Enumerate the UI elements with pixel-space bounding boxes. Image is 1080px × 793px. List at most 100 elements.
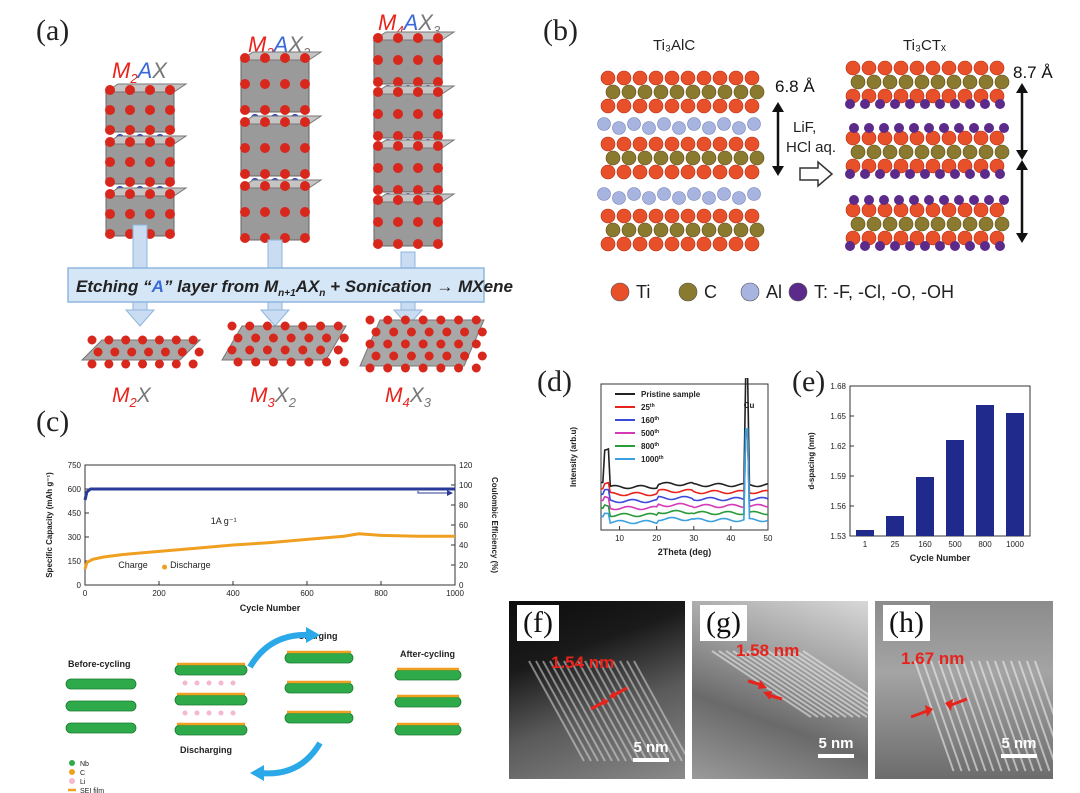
current-density-annotation: 1A g⁻¹ xyxy=(211,516,237,526)
mxene-formula-0: M2X xyxy=(112,384,152,410)
mxene-formula-1: M3X2 xyxy=(250,384,297,410)
panel-d-label: (d) xyxy=(537,365,572,398)
y-tick-label: 150 xyxy=(68,557,82,566)
lattice-spacing-g: 1.58 nm xyxy=(736,641,800,660)
reagent-2: HCl aq. xyxy=(786,139,836,156)
panel-c-label: (c) xyxy=(36,405,70,438)
legend-marker-c xyxy=(678,282,698,302)
x-tick-label: 400 xyxy=(226,589,240,598)
y2-tick-label: 120 xyxy=(459,461,473,470)
x-tick-label: 600 xyxy=(300,589,314,598)
legend-marker-t xyxy=(788,282,808,302)
bar-160 xyxy=(916,477,934,536)
legend-marker-ti xyxy=(610,282,630,302)
schematic-legend-marker xyxy=(69,769,75,775)
plot-frame xyxy=(600,383,769,531)
x-axis-label: Cycle Number xyxy=(910,553,971,563)
x-tick-label: 25 xyxy=(891,540,900,549)
y-tick-label: 1.62 xyxy=(830,442,846,451)
before-cycling-label: Before-cycling xyxy=(68,659,131,669)
y2-tick-label: 40 xyxy=(459,541,468,550)
x-tick-label: 160 xyxy=(918,540,932,549)
panel-g-label: (g) xyxy=(700,605,747,641)
y2-tick-label: 100 xyxy=(459,481,473,490)
bar-800 xyxy=(976,405,994,536)
panel-b-label: (b) xyxy=(543,14,578,47)
series-line-coulombic-efficiency xyxy=(83,487,455,501)
y2-tick-label: 20 xyxy=(459,561,468,570)
y-tick-label: 750 xyxy=(68,461,82,470)
legend-discharge: Discharge xyxy=(170,560,211,570)
tem-image-f: (f) 1.54 nm 5 nm xyxy=(509,601,685,779)
ti3ct-title: Ti₃CTₓ xyxy=(903,37,946,54)
legend-label-0: Pristine sample xyxy=(641,390,701,399)
x-axis-label: Cycle Number xyxy=(240,603,301,613)
series-line-charge xyxy=(83,532,455,570)
xrd-pattern-5 xyxy=(600,427,769,525)
reaction-arrow-icon xyxy=(799,160,834,188)
tem-image-h: (h) 1.67 nm 5 nm xyxy=(875,601,1053,779)
bar-500 xyxy=(946,440,964,536)
y-tick-label: 1.59 xyxy=(830,472,846,481)
chart-e: 1.53 1.56 1.59 1.62 1.65 1.68 1 25 160 500 800 1000… xyxy=(807,382,1031,563)
x-tick-label: 50 xyxy=(764,534,773,543)
x-axis-label: 2Theta (deg) xyxy=(658,547,712,557)
bar-1000 xyxy=(1006,413,1024,536)
max-formula-0: M2AX xyxy=(112,58,168,86)
legend-label-2: 160th xyxy=(641,416,659,425)
spacing-left-label: 6.8 Å xyxy=(775,77,815,96)
xrd-pattern-0 xyxy=(600,378,769,490)
x-tick-label: 1000 xyxy=(1006,540,1024,549)
schematic-legend-label: Li xyxy=(80,779,86,786)
x-tick-label: 800 xyxy=(978,540,992,549)
y-tick-label: 300 xyxy=(68,533,82,542)
y-tick-label: 600 xyxy=(68,485,82,494)
panel-e-label: (e) xyxy=(792,365,826,398)
y-tick-label: 1.56 xyxy=(830,502,846,511)
legend-label: T: -F, -Cl, -O, -OH xyxy=(814,282,954,302)
lattice-spacing-h: 1.67 nm xyxy=(901,649,965,668)
x-tick-label: 1000 xyxy=(446,589,464,598)
legend-label-5: 1000th xyxy=(641,455,664,464)
ti3alc-title: Ti₃AlC xyxy=(653,37,695,54)
panel-a-figure: M2AXM3AX2M4AX3 Etching “A” layer from Mn… xyxy=(67,10,513,410)
y-tick-label: 450 xyxy=(68,509,82,518)
scale-bar-f: 5 nm xyxy=(633,739,669,762)
etching-text: Etching “A” layer from Mn+1AXn + Sonicat… xyxy=(76,277,513,299)
y-tick-label: 1.53 xyxy=(830,532,846,541)
panel-f-label: (f) xyxy=(517,605,559,641)
panel-b-figure: Ti₃AlC Ti₃CTₓ 6.8 Å 8.7 Å LiF, HCl aq. T… xyxy=(597,37,1053,302)
xrd-pattern-3 xyxy=(600,432,769,511)
y-axis-label: d-spacing (nm) xyxy=(807,432,816,490)
y-tick-label: 0 xyxy=(77,581,82,590)
cycling-schematic: Before-cycling After-cycling Charging Di… xyxy=(65,627,462,793)
panel-h-label: (h) xyxy=(883,605,930,641)
x-tick-label: 20 xyxy=(652,534,661,543)
x-tick-label: 0 xyxy=(83,589,88,598)
mxene-formula-2: M4X3 xyxy=(385,384,432,410)
legend-label-1: 25th xyxy=(641,403,655,412)
scale-bar-h: 5 nm xyxy=(1001,735,1037,758)
y-axis-label: Intensity (arb.u) xyxy=(569,427,578,487)
schematic-legend-marker xyxy=(69,778,75,784)
schematic-legend-marker xyxy=(69,760,75,766)
legend-label: Ti xyxy=(636,282,650,302)
schematic-legend-label: C xyxy=(80,770,85,777)
y-tick-label: 1.68 xyxy=(830,382,846,391)
x-tick-label: 800 xyxy=(374,589,388,598)
x-tick-label: 30 xyxy=(689,534,698,543)
x-tick-label: 500 xyxy=(948,540,962,549)
legend-discharge-marker xyxy=(162,564,168,570)
y-tick-label: 1.65 xyxy=(830,412,846,421)
discharging-label: Discharging xyxy=(180,745,232,755)
legend-marker-al xyxy=(740,282,760,302)
spacing-right-label: 8.7 Å xyxy=(1013,63,1053,82)
max-formula-2: M4AX3 xyxy=(378,10,441,38)
legend-charge: Charge xyxy=(118,560,148,570)
panel-a-label: (a) xyxy=(36,14,70,47)
cu-peak-label: Cu xyxy=(744,401,755,410)
bar-1 xyxy=(856,530,874,536)
x-tick-label: 1 xyxy=(863,540,868,549)
plot-frame xyxy=(849,385,1031,537)
